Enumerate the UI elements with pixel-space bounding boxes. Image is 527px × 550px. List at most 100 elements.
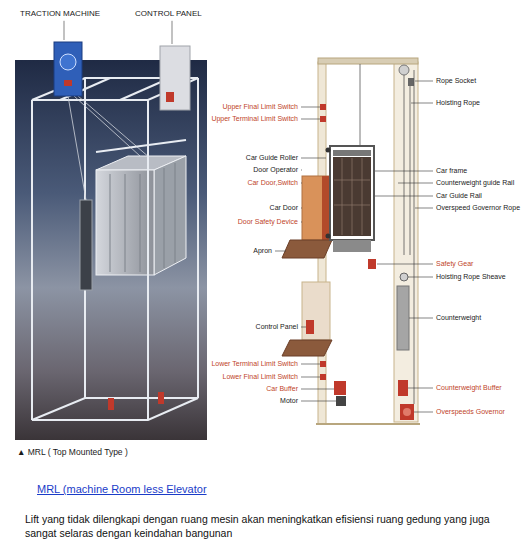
car-panels bbox=[110, 163, 175, 272]
leader-line bbox=[301, 119, 320, 120]
leader-line bbox=[408, 277, 433, 278]
limit-switch bbox=[320, 361, 326, 367]
control-panel bbox=[160, 46, 190, 110]
part-label: Car Door,Switch bbox=[247, 179, 298, 187]
sheave bbox=[399, 65, 409, 75]
part-label: Counterweight bbox=[436, 314, 481, 322]
leader-line bbox=[301, 183, 302, 184]
grid-line bbox=[334, 180, 370, 181]
part-label: Car Guide Rail bbox=[436, 192, 482, 200]
buffer bbox=[158, 392, 164, 404]
rope-sheave bbox=[400, 273, 408, 281]
pit-floor bbox=[316, 423, 420, 425]
part-label: CONTROL PANEL bbox=[135, 9, 202, 19]
part-label: Overspeeds Governor bbox=[436, 408, 505, 416]
governor-wheel bbox=[403, 408, 411, 416]
part-label: Car Guide Roller bbox=[246, 154, 298, 162]
panel-line bbox=[175, 163, 176, 263]
leader-line bbox=[64, 21, 65, 40]
part-label: Door Operator bbox=[253, 166, 298, 174]
part-label: Counterweight guide Rail bbox=[436, 179, 514, 187]
part-label: Counterweight Buffer bbox=[436, 384, 502, 392]
leader-line bbox=[301, 327, 306, 328]
panel-line bbox=[164, 168, 165, 268]
leader-line bbox=[398, 183, 433, 184]
rail bbox=[147, 100, 149, 420]
leader-line bbox=[411, 103, 433, 104]
rail bbox=[197, 78, 199, 398]
leader-line bbox=[301, 377, 320, 378]
limit-switch bbox=[320, 374, 326, 380]
rope bbox=[68, 96, 86, 200]
car-frame bbox=[330, 146, 374, 240]
landing-floor bbox=[282, 240, 332, 258]
door-operator bbox=[333, 150, 371, 156]
door-frame bbox=[322, 176, 330, 240]
leader-line bbox=[301, 389, 334, 390]
machine-sheave bbox=[60, 54, 76, 70]
leader-line bbox=[301, 364, 320, 365]
car-grid bbox=[334, 158, 370, 235]
grid-line bbox=[334, 205, 370, 206]
rail bbox=[31, 100, 33, 420]
counterweight bbox=[397, 286, 409, 350]
safety-gear bbox=[368, 259, 376, 269]
part-label: Hoisting Rope Sheave bbox=[436, 273, 506, 281]
counterweight bbox=[80, 200, 92, 290]
leader-line bbox=[301, 222, 302, 223]
governor bbox=[400, 404, 414, 420]
rope bbox=[410, 86, 411, 255]
motor bbox=[336, 396, 346, 406]
top-beam bbox=[318, 58, 418, 64]
landing-wall bbox=[302, 282, 330, 340]
part-label: Motor bbox=[280, 397, 298, 405]
leader-line bbox=[375, 196, 433, 197]
guide-roller bbox=[326, 234, 331, 239]
limit-switch bbox=[320, 116, 326, 122]
landing-floor bbox=[282, 340, 332, 356]
front-rails bbox=[32, 100, 148, 420]
part-label: Rope Socket bbox=[436, 77, 476, 85]
panel-line bbox=[140, 174, 141, 272]
part-label: Hoisting Rope bbox=[436, 99, 480, 107]
car-side bbox=[154, 156, 186, 275]
leader-line bbox=[172, 21, 173, 44]
limit-switch bbox=[320, 104, 326, 110]
traction-machine bbox=[54, 42, 82, 96]
part-label: Control Panel bbox=[256, 323, 298, 331]
part-label: Car frame bbox=[436, 167, 467, 175]
machine-mark bbox=[64, 80, 72, 86]
part-label: Upper Terminal Limit Switch bbox=[211, 115, 298, 123]
leader-line bbox=[301, 170, 302, 171]
part-label: Upper Final Limit Switch bbox=[223, 103, 298, 111]
leader-line bbox=[415, 81, 433, 82]
leader-line bbox=[301, 401, 336, 402]
leader-line bbox=[409, 318, 433, 319]
grid-line bbox=[352, 158, 353, 235]
counterweight-buffer bbox=[398, 380, 408, 396]
governor-rope bbox=[414, 70, 415, 404]
panel-line bbox=[125, 174, 126, 272]
leader-line bbox=[415, 208, 433, 209]
rope bbox=[360, 64, 361, 146]
apron bbox=[333, 240, 371, 252]
leader-line bbox=[414, 412, 433, 413]
leader-line bbox=[377, 264, 433, 265]
car-buffer bbox=[334, 381, 346, 395]
panel-mark bbox=[166, 92, 174, 102]
grid-line bbox=[362, 158, 363, 235]
base-frame bbox=[32, 398, 198, 420]
leader-line bbox=[301, 107, 320, 108]
leader-line bbox=[275, 251, 286, 252]
car-front bbox=[96, 170, 154, 275]
rope bbox=[404, 75, 405, 255]
part-label: Car Door bbox=[270, 204, 298, 212]
leader-line bbox=[408, 388, 433, 389]
leader-line bbox=[375, 171, 433, 172]
hoistway-frame bbox=[32, 78, 198, 420]
rope-socket bbox=[408, 78, 414, 86]
part-label: Car Buffer bbox=[266, 385, 298, 393]
counterweight-rail bbox=[394, 62, 418, 422]
